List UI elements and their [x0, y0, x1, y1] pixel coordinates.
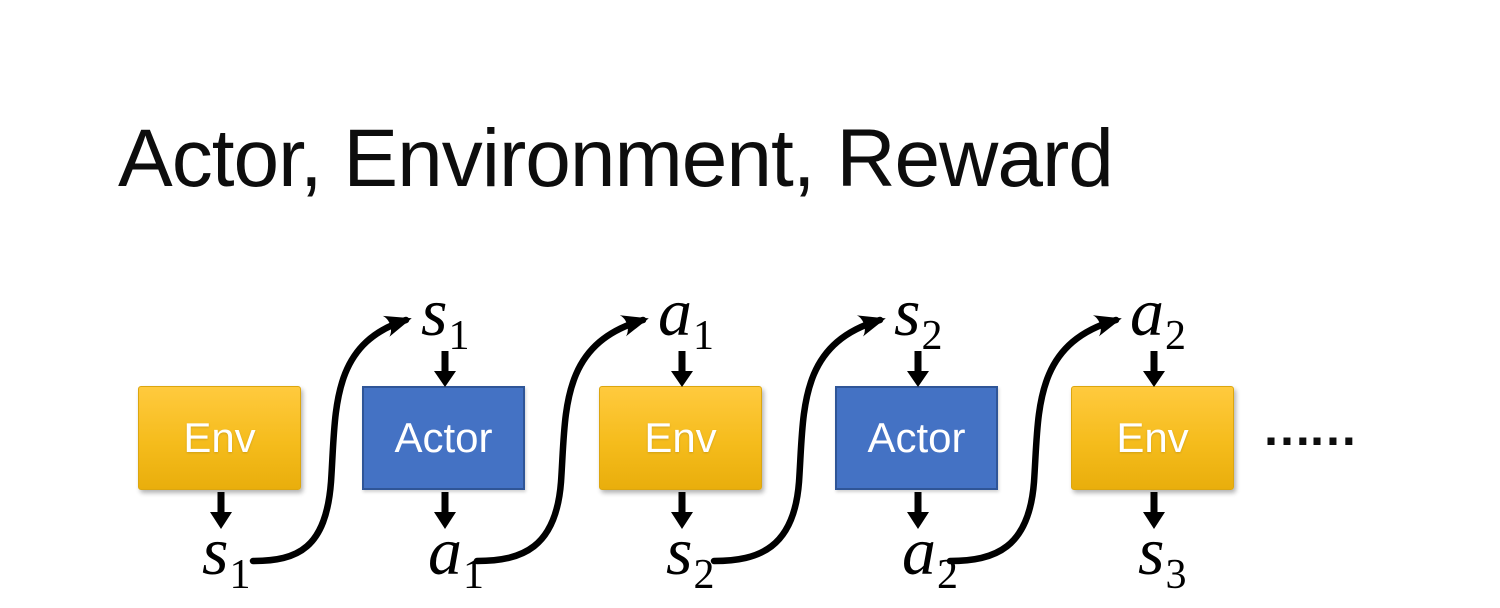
top-label-a2: a2 [1130, 274, 1186, 359]
env-box-2: Env [599, 386, 762, 490]
top-label-s2: s2 [894, 274, 943, 359]
env-box-1: Env [138, 386, 301, 490]
bottom-label-a2: a2 [902, 513, 958, 598]
bottom-label-s2: s2 [666, 513, 715, 598]
bottom-label-a1: a1 [428, 513, 484, 598]
box-label: Actor [867, 414, 966, 461]
bottom-label-s3: s3 [1138, 513, 1187, 598]
actor-box-2: Actor [835, 386, 998, 490]
env-box-3: Env [1071, 386, 1234, 490]
bottom-label-s1: s1 [202, 513, 251, 598]
slide-title: Actor, Environment, Reward [118, 113, 1114, 204]
actor-box-1: Actor [362, 386, 525, 490]
continuation-ellipsis: …… [1262, 400, 1358, 456]
box-label: Env [644, 414, 717, 461]
box-label: Env [183, 414, 256, 461]
box-label: Actor [394, 414, 493, 461]
top-label-s1: s1 [421, 274, 470, 359]
box-label: Env [1116, 414, 1189, 461]
top-label-a1: a1 [658, 274, 714, 359]
